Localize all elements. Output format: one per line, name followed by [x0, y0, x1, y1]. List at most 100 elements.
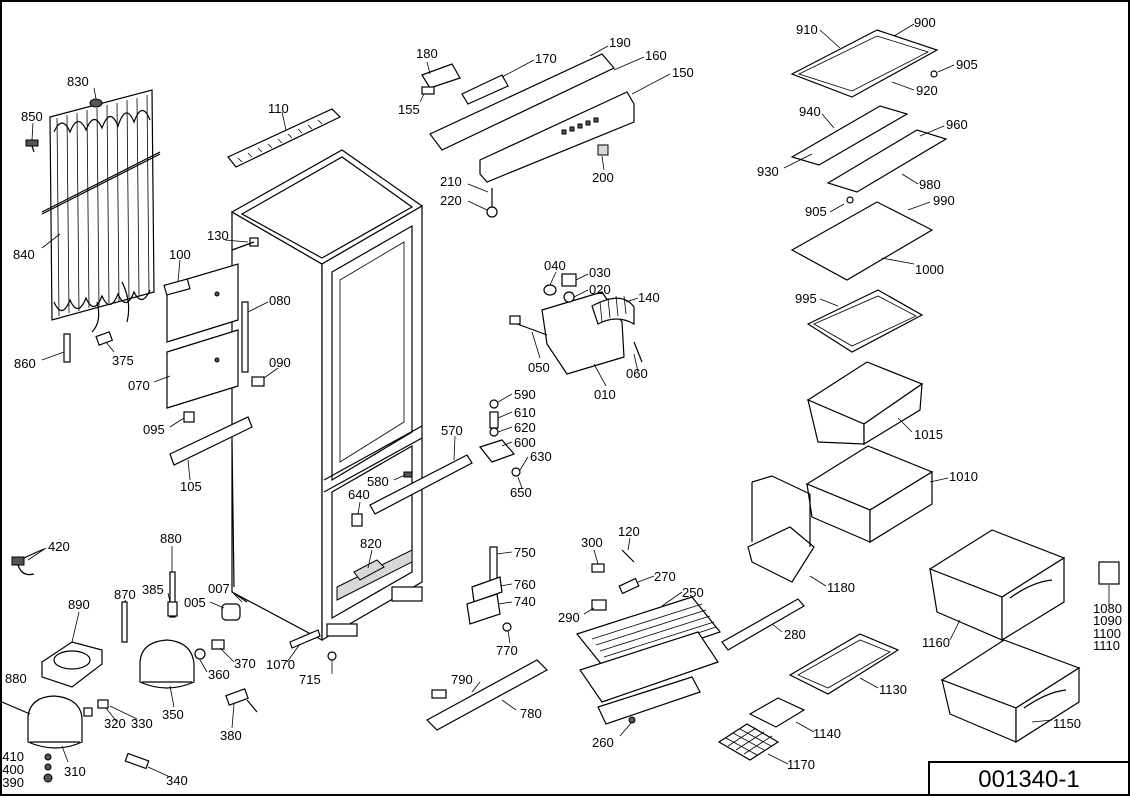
- callout-320: 320: [104, 716, 126, 731]
- callout-310: 310: [64, 764, 86, 779]
- callout-380: 380: [220, 728, 242, 743]
- callout-620: 620: [514, 420, 536, 435]
- callout-060: 060: [626, 366, 648, 381]
- callout-650: 650: [510, 485, 532, 500]
- callout-715: 715: [299, 672, 321, 687]
- callout-880b: 880: [5, 671, 27, 686]
- callout-630: 630: [530, 449, 552, 464]
- callout-570: 570: [441, 423, 463, 438]
- callout-940: 940: [799, 104, 821, 119]
- callout-930: 930: [757, 164, 779, 179]
- callout-105: 105: [180, 479, 202, 494]
- callout-340: 340: [166, 773, 188, 788]
- condenser-drawing: [25, 89, 161, 363]
- callout-080: 080: [269, 293, 291, 308]
- callout-590: 590: [514, 387, 536, 402]
- callout-005: 005: [184, 595, 206, 610]
- callout-880a: 880: [160, 531, 182, 546]
- callout-980: 980: [919, 177, 941, 192]
- callout-400: 400: [2, 763, 24, 776]
- callout-850: 850: [21, 109, 43, 124]
- callout-1015: 1015: [914, 427, 943, 442]
- callout-290: 290: [558, 610, 580, 625]
- callout-920: 920: [916, 83, 938, 98]
- callout-130: 130: [207, 228, 229, 243]
- callout-1140: 1140: [813, 726, 841, 741]
- callout-1180: 1180: [827, 580, 855, 595]
- callout-790: 790: [451, 672, 473, 687]
- callout-610: 610: [514, 405, 536, 420]
- callout-090: 090: [269, 355, 291, 370]
- callout-600: 600: [514, 435, 536, 450]
- callout-270: 270: [654, 569, 676, 584]
- callout-1070: 1070: [266, 657, 295, 672]
- callout-1010: 1010: [949, 469, 978, 484]
- callout-840: 840: [13, 247, 35, 262]
- callout-990: 990: [933, 193, 955, 208]
- callout-170: 170: [535, 51, 557, 66]
- callout-260: 260: [592, 735, 614, 750]
- callout-375: 375: [112, 353, 134, 368]
- callout-350: 350: [162, 707, 184, 722]
- callout-420: 420: [48, 539, 70, 554]
- callout-180: 180: [416, 46, 438, 61]
- callout-210: 210: [440, 174, 462, 189]
- callout-040: 040: [544, 258, 566, 273]
- document-number: 001340-1: [978, 766, 1080, 793]
- callout-580: 580: [367, 474, 389, 489]
- callout-1110: 1110: [1093, 638, 1120, 653]
- callout-360: 360: [208, 667, 230, 682]
- callout-1150: 1150: [1053, 716, 1081, 731]
- callout-385: 385: [142, 582, 164, 597]
- callout-190: 190: [609, 35, 631, 50]
- callout-995: 995: [795, 291, 817, 306]
- callout-830: 830: [67, 74, 89, 89]
- callout-095: 095: [143, 422, 165, 437]
- callout-820: 820: [360, 536, 382, 551]
- callout-155: 155: [398, 102, 420, 117]
- callout-250: 250: [682, 585, 704, 600]
- callout-900: 900: [914, 15, 936, 30]
- callout-220: 220: [440, 193, 462, 208]
- callout-1170: 1170: [787, 757, 815, 772]
- callout-050: 050: [528, 360, 550, 375]
- callout-030: 030: [589, 265, 611, 280]
- callout-1090: 1090: [1093, 613, 1122, 628]
- callout-150: 150: [672, 65, 694, 80]
- callout-905a: 905: [956, 57, 978, 72]
- callout-910: 910: [796, 22, 818, 37]
- callout-1000: 1000: [915, 262, 944, 277]
- callout-010: 010: [594, 387, 616, 402]
- callout-160: 160: [645, 48, 667, 63]
- callout-1080: 1080: [1093, 601, 1122, 616]
- callout-120: 120: [618, 524, 640, 539]
- callout-200: 200: [592, 170, 614, 185]
- callout-750: 750: [514, 545, 536, 560]
- callout-760: 760: [514, 577, 536, 592]
- callout-140: 140: [638, 290, 660, 305]
- leader-lines: [27, 23, 1110, 778]
- callout-640: 640: [348, 487, 370, 502]
- callout-110: 110: [268, 101, 289, 116]
- callout-860: 860: [14, 356, 36, 371]
- callout-740: 740: [514, 594, 536, 609]
- callout-770: 770: [496, 643, 518, 658]
- callout-780: 780: [520, 706, 542, 721]
- callout-905b: 905: [805, 204, 827, 219]
- callout-100: 100: [169, 247, 191, 262]
- cabinet-drawing: [230, 149, 424, 642]
- callout-410: 410: [2, 750, 24, 763]
- document-number-box: 001340-1: [928, 761, 1128, 794]
- callout-1160: 1160: [922, 635, 950, 650]
- callout-300: 300: [581, 535, 603, 550]
- callout-960: 960: [946, 117, 968, 132]
- callout-870: 870: [114, 587, 136, 602]
- callout-020: 020: [589, 282, 611, 297]
- callout-890: 890: [68, 597, 90, 612]
- callout-1100: 1100: [1093, 626, 1121, 641]
- callout-370: 370: [234, 656, 256, 671]
- callout-390: 390: [2, 776, 24, 789]
- callout-070: 070: [128, 378, 150, 393]
